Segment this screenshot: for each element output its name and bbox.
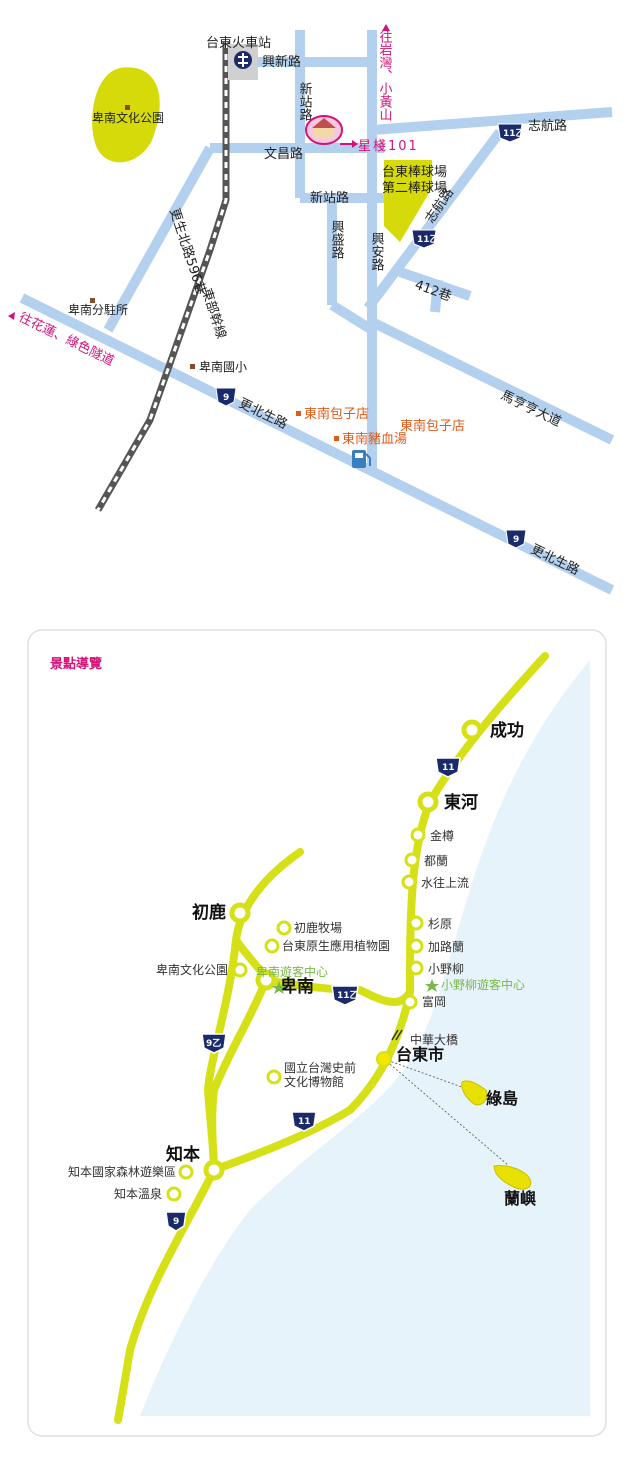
station-label: 台東火車站 [206, 35, 271, 51]
spot-jinzun: 金樽 [430, 828, 454, 843]
baozi-2-label: 東南包子店 [400, 418, 465, 434]
police-label: 卑南分駐所 [68, 302, 128, 317]
stadium-2-label: 第二棒球場 [382, 181, 447, 196]
svg-text:11: 11 [298, 1117, 311, 1127]
street-map: 台東火車站 卑南文化公園 興新路 新站路 文昌路 新站路 興盛路 興安路 志航路… [8, 24, 615, 595]
star-icon [425, 979, 439, 992]
town-ludao: 綠島 [486, 1089, 518, 1108]
baozi-1-label: 東南包子店 [304, 406, 369, 422]
road-xinzhan-vertical-label: 新站路 [297, 81, 313, 121]
soup-marker [334, 436, 339, 441]
town-chulu: 初鹿 [192, 902, 226, 923]
soup-label: 東南豬血湯 [342, 431, 407, 447]
railway-line [94, 42, 230, 512]
spot-museum-2: 文化博物館 [284, 1074, 344, 1089]
baozi-1-marker [296, 411, 301, 416]
svg-text:9: 9 [223, 393, 229, 403]
svg-text:9: 9 [173, 1217, 179, 1227]
taidong-node [376, 1051, 392, 1067]
visitor-center-beinan: 卑南遊客中心 [256, 964, 328, 979]
spot-dulan: 都蘭 [424, 854, 448, 868]
shield-11-bottom: 11 [291, 1111, 317, 1132]
stadium-area [384, 160, 432, 242]
school-marker [190, 364, 195, 369]
stadium-1-label: 台東棒球場 [382, 164, 447, 180]
shield-9-bottom: 9 [505, 529, 527, 549]
sea-area [140, 660, 590, 1416]
svg-text:11: 11 [442, 763, 455, 773]
road-gengbei-bottom-label: 更北生路 [528, 541, 582, 578]
spot-shuiwang: 水往上流 [421, 875, 469, 890]
shield-11b: 11乙 [331, 985, 359, 1006]
shield-9-bottom: 9 [165, 1211, 187, 1232]
road-geng596-label: 更生北路596巷 [166, 206, 209, 296]
road-xingxin-label: 興新路 [262, 54, 301, 70]
ferry-line-lanyu [383, 1058, 509, 1166]
destination-arrow-head-icon [352, 140, 358, 148]
police-marker [90, 298, 95, 303]
spot-culture-park: 卑南文化公園 [156, 962, 228, 977]
road-wenchang-label: 文昌路 [264, 146, 303, 162]
ferry-line-ludao [383, 1058, 471, 1091]
railway-label: 東部幹線 [198, 286, 229, 340]
lanyu-island-icon [493, 1165, 532, 1190]
town-zhiben: 知本 [165, 1144, 200, 1165]
beinan-culture-park-area [92, 67, 160, 163]
shield-9-mid: 9 [215, 387, 237, 407]
shield-9b: 9乙 [201, 1033, 227, 1054]
road-xingsheng-label: 興盛路 [329, 220, 345, 259]
park-marker [125, 105, 130, 110]
spot-hotspring: 知本溫泉 [114, 1187, 162, 1201]
tour-map: 景點導覽 成功 東河 初鹿 卑南 知本 台東市 綠島 蘭嶼 [27, 629, 607, 1437]
spot-museum-1: 國立台灣史前 [284, 1060, 356, 1075]
rail-station-icon [234, 51, 252, 69]
svg-text:11乙: 11乙 [417, 234, 439, 245]
spot-nodes [166, 827, 426, 1202]
tour-title: 景點導覽 [50, 656, 102, 672]
road-network [19, 30, 615, 595]
road-gengbei-mid-label: 更北生路 [236, 395, 290, 432]
south-arrow-icon [8, 312, 15, 320]
town-beinan: 卑南 [280, 976, 314, 997]
spot-jialulan: 加路蘭 [428, 939, 464, 954]
road-xingan-label: 興安路 [369, 232, 385, 271]
star-icon [272, 981, 286, 994]
road-zhihang-top-label: 志航路 [528, 118, 567, 134]
road-xinzhan-horizontal-label: 新站路 [310, 190, 349, 206]
direction-north-label: 往岩灣、小黃山 [377, 30, 393, 121]
park-label: 卑南文化公園 [92, 110, 164, 125]
svg-text:9: 9 [513, 535, 519, 545]
town-donghe: 東河 [444, 792, 478, 813]
svg-text:11乙: 11乙 [337, 990, 359, 1001]
destination-label: 星棧101 [358, 138, 419, 154]
svg-text:11乙: 11乙 [503, 128, 525, 139]
spot-botanical: 台東原生應用植物園 [282, 938, 390, 953]
shield-11-top: 11 [435, 757, 461, 778]
bridge-icon [391, 1029, 403, 1041]
house-icon [305, 115, 343, 145]
town-taidong: 台東市 [396, 1045, 444, 1064]
north-arrow-icon [382, 24, 390, 31]
spot-chulu-farm: 初鹿牧場 [294, 920, 342, 935]
spot-fugang: 富岡 [422, 994, 446, 1009]
ludao-island-icon [461, 1080, 488, 1106]
shield-11b-top: 11乙 [497, 123, 525, 143]
svg-text:9乙: 9乙 [206, 1038, 221, 1049]
visitor-center-xiaoyeliu: 小野柳遊客中心 [441, 977, 525, 992]
town-lanyu: 蘭嶼 [504, 1189, 536, 1208]
shield-11b-mid: 11乙 [411, 229, 439, 249]
spot-shanyuan: 杉原 [428, 917, 452, 931]
town-chenggong: 成功 [490, 720, 524, 741]
spot-xiaoyeliu: 小野柳 [428, 962, 464, 976]
school-label: 卑南國小 [199, 359, 247, 374]
spot-forest: 知本國家森林遊樂區 [68, 1164, 176, 1179]
spot-bridge: 中華大橋 [410, 1032, 458, 1047]
gas-station-icon [352, 450, 371, 468]
town-nodes [203, 719, 483, 1181]
